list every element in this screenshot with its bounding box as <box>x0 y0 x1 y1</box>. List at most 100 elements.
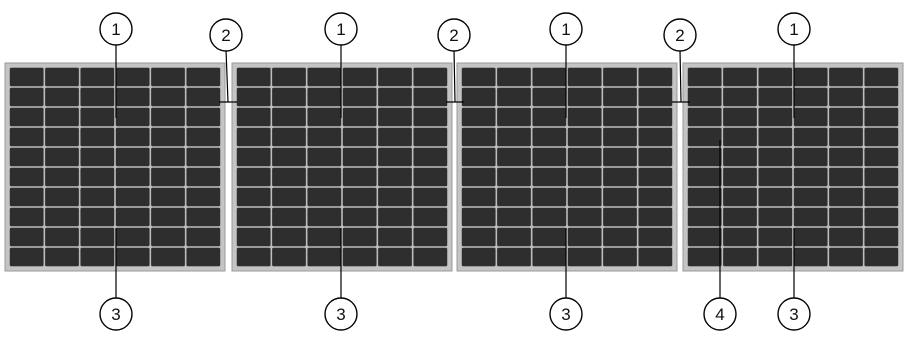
solar-cell <box>638 187 673 207</box>
solar-cell <box>186 127 221 147</box>
solar-cell <box>638 207 673 227</box>
solar-cell <box>638 247 673 267</box>
solar-cell <box>413 187 448 207</box>
solar-cell <box>497 127 531 147</box>
solar-cell <box>307 247 342 267</box>
solar-cell <box>236 147 271 167</box>
callout-1-panel-2: 1 <box>324 12 358 46</box>
solar-cell <box>793 147 828 167</box>
solar-cell <box>45 247 79 267</box>
solar-cell <box>638 67 673 87</box>
callout-label: 1 <box>789 20 798 39</box>
solar-cell <box>9 87 44 107</box>
solar-cell <box>793 207 828 227</box>
solar-cell <box>497 87 531 107</box>
callout-2-gap-3: 2 <box>663 18 697 52</box>
solar-cell <box>758 167 793 187</box>
solar-cell <box>793 67 828 87</box>
callout-label: 2 <box>675 26 684 45</box>
solar-cell <box>567 167 602 187</box>
solar-cell <box>413 247 448 267</box>
solar-cell <box>80 167 115 187</box>
solar-cell <box>272 87 306 107</box>
callout-circle <box>663 18 697 52</box>
solar-cell <box>461 227 496 247</box>
solar-cell <box>45 187 79 207</box>
solar-cell <box>186 147 221 167</box>
solar-cell <box>413 87 448 107</box>
solar-cell <box>687 107 722 127</box>
solar-cell <box>638 167 673 187</box>
solar-cell <box>461 247 496 267</box>
callout-label: 2 <box>449 26 458 45</box>
solar-cell <box>567 247 602 267</box>
solar-cell <box>115 127 150 147</box>
solar-cell <box>413 107 448 127</box>
solar-panel-1 <box>4 62 226 272</box>
solar-cell <box>413 167 448 187</box>
solar-cell <box>80 107 115 127</box>
solar-cell <box>272 167 306 187</box>
solar-cell <box>864 247 899 267</box>
solar-cell <box>378 67 412 87</box>
solar-cell <box>378 167 412 187</box>
solar-cell <box>567 147 602 167</box>
solar-cell <box>864 187 899 207</box>
solar-cell <box>687 227 722 247</box>
solar-cell <box>532 87 567 107</box>
solar-cell <box>723 67 757 87</box>
solar-cell <box>567 207 602 227</box>
solar-cell <box>567 127 602 147</box>
solar-cell <box>307 87 342 107</box>
solar-cell <box>272 67 306 87</box>
solar-cell <box>723 167 757 187</box>
solar-cell <box>45 127 79 147</box>
callout-label: 3 <box>561 305 570 324</box>
solar-cell <box>342 167 377 187</box>
callout-label: 3 <box>336 305 345 324</box>
solar-cell <box>532 167 567 187</box>
solar-cell <box>497 227 531 247</box>
solar-cell <box>236 87 271 107</box>
callout-circle <box>777 297 811 331</box>
solar-cell <box>151 107 185 127</box>
solar-cell <box>186 247 221 267</box>
solar-cell <box>9 67 44 87</box>
solar-cell <box>80 127 115 147</box>
solar-cell <box>829 127 863 147</box>
callout-3-panel-4: 3 <box>777 297 811 331</box>
solar-cell <box>532 227 567 247</box>
solar-cell <box>307 127 342 147</box>
callout-3-panel-3: 3 <box>549 297 583 331</box>
solar-cell <box>9 167 44 187</box>
callout-3-panel-2: 3 <box>324 297 358 331</box>
solar-cell <box>864 127 899 147</box>
solar-cell <box>603 207 637 227</box>
callout-circle <box>549 12 583 46</box>
callout-1-panel-4: 1 <box>777 12 811 46</box>
solar-cell <box>186 67 221 87</box>
solar-cell <box>758 227 793 247</box>
callout-circle <box>209 18 243 52</box>
solar-cell <box>461 107 496 127</box>
solar-cell <box>151 207 185 227</box>
solar-cell <box>378 207 412 227</box>
solar-cell <box>115 227 150 247</box>
solar-cell <box>687 87 722 107</box>
solar-cell <box>115 167 150 187</box>
solar-cell <box>567 107 602 127</box>
solar-cell <box>80 207 115 227</box>
solar-cell <box>80 227 115 247</box>
solar-cell <box>236 67 271 87</box>
callout-4-panel-edge: 4 <box>703 297 737 331</box>
solar-cell <box>461 67 496 87</box>
leader-line-gap <box>679 49 682 103</box>
solar-cell <box>115 207 150 227</box>
solar-cell <box>603 147 637 167</box>
solar-cell <box>687 67 722 87</box>
solar-cell <box>151 247 185 267</box>
solar-panel-3 <box>456 62 678 272</box>
solar-cell <box>758 147 793 167</box>
solar-cell <box>829 187 863 207</box>
solar-cell <box>45 147 79 167</box>
